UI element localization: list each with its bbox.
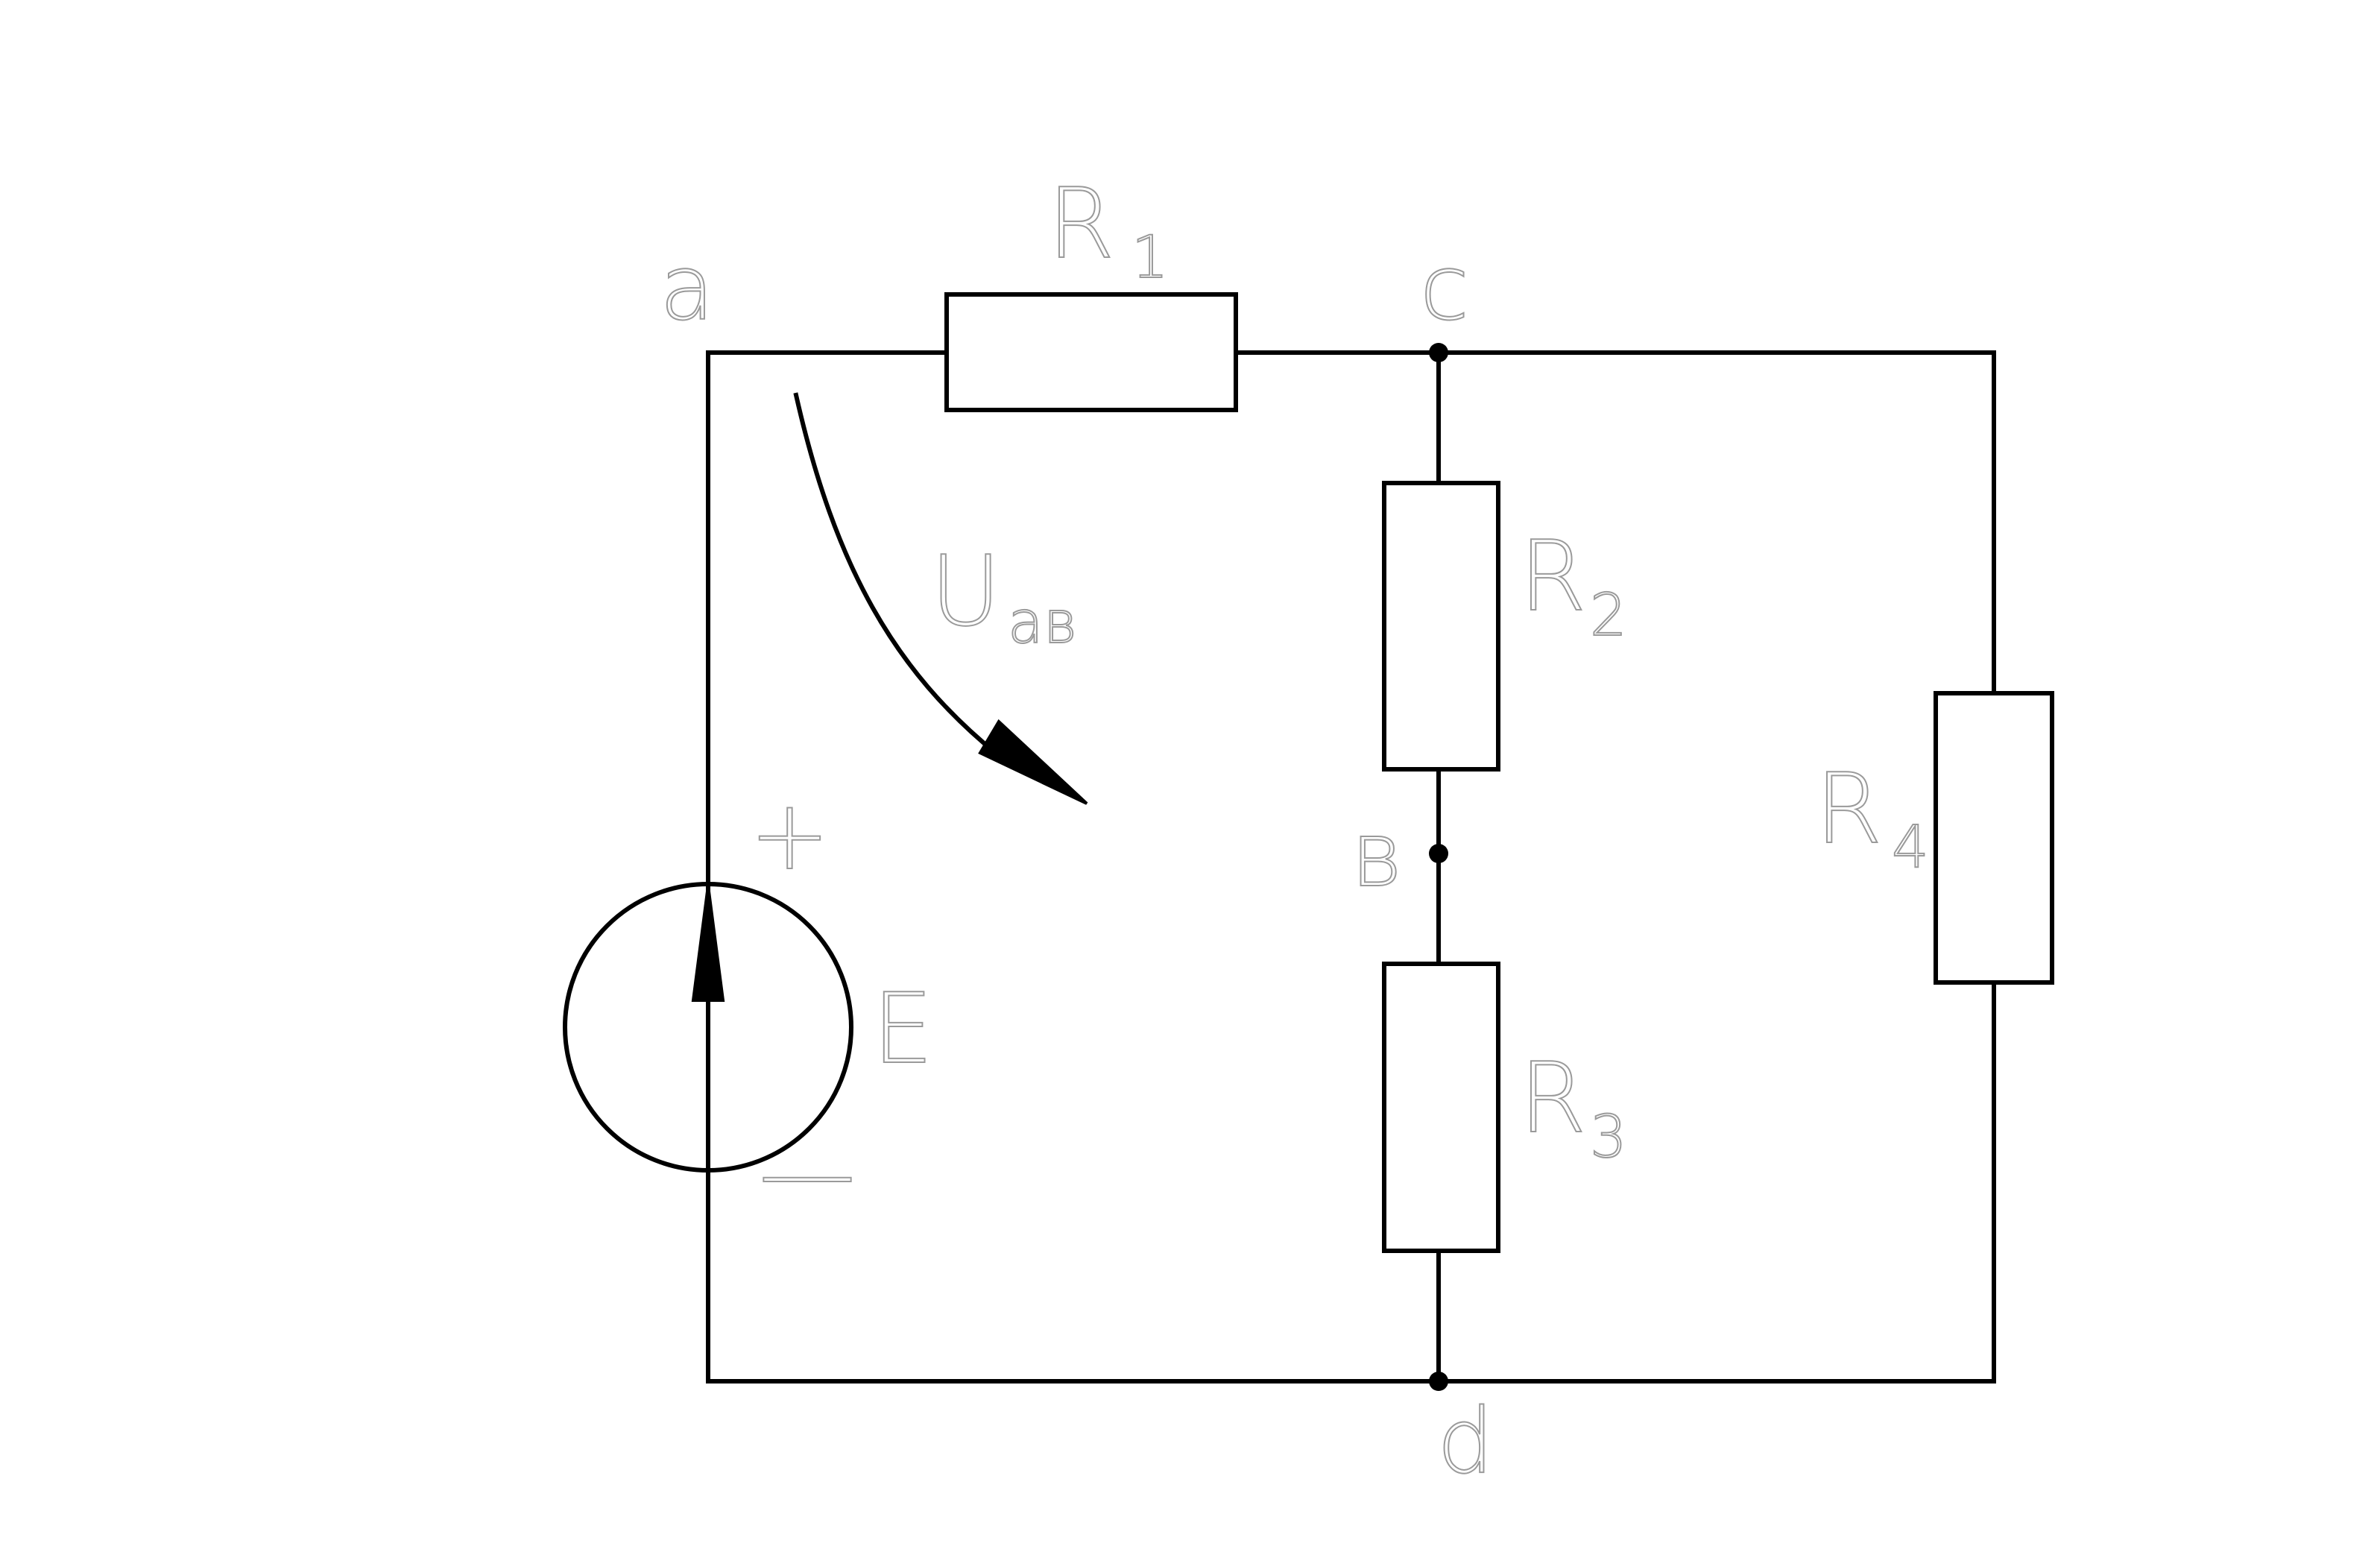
voltage-source [563, 882, 853, 1173]
voltage-label-subscript: ав [1008, 590, 1078, 657]
resistor-r4 [1934, 691, 2054, 985]
source-circle [563, 882, 853, 1173]
node-label-d: d [1437, 1390, 1494, 1494]
node-label-c: c [1420, 237, 1469, 341]
r1-label-letter: R [1047, 167, 1114, 280]
source-arrow-icon [691, 885, 725, 1002]
wires [706, 350, 1996, 1383]
node-d-dot [1429, 1372, 1448, 1391]
r3-label-letter: R [1519, 1041, 1586, 1155]
labels: a c в d R 1 R 2 R 3 R 4 E + — U ав [659, 166, 1930, 1495]
source-label-minus: — [759, 1116, 856, 1229]
source-label-plus: + [749, 778, 830, 892]
node-label-b: в [1351, 804, 1403, 907]
r4-label-letter: R [1815, 752, 1882, 865]
resistor-r1 [944, 292, 1238, 412]
r3-label-index: 3 [1590, 1104, 1627, 1171]
r4-label-index: 4 [1892, 814, 1929, 881]
voltage-arrow [793, 392, 1088, 805]
node-b-dot [1429, 844, 1448, 863]
voltage-arrow-curve [793, 392, 1001, 758]
r1-label-index: 1 [1131, 224, 1169, 291]
node-label-a: a [660, 237, 715, 341]
voltage-arrow-head-icon [978, 719, 1088, 805]
source-label-e: E [872, 972, 933, 1085]
resistor-r3 [1382, 962, 1500, 1253]
node-c-dot [1429, 343, 1448, 362]
resistor-r2 [1382, 481, 1500, 772]
voltage-label-letter: U [930, 534, 1001, 648]
r2-label-letter: R [1519, 520, 1586, 633]
r2-label-index: 2 [1590, 582, 1627, 649]
